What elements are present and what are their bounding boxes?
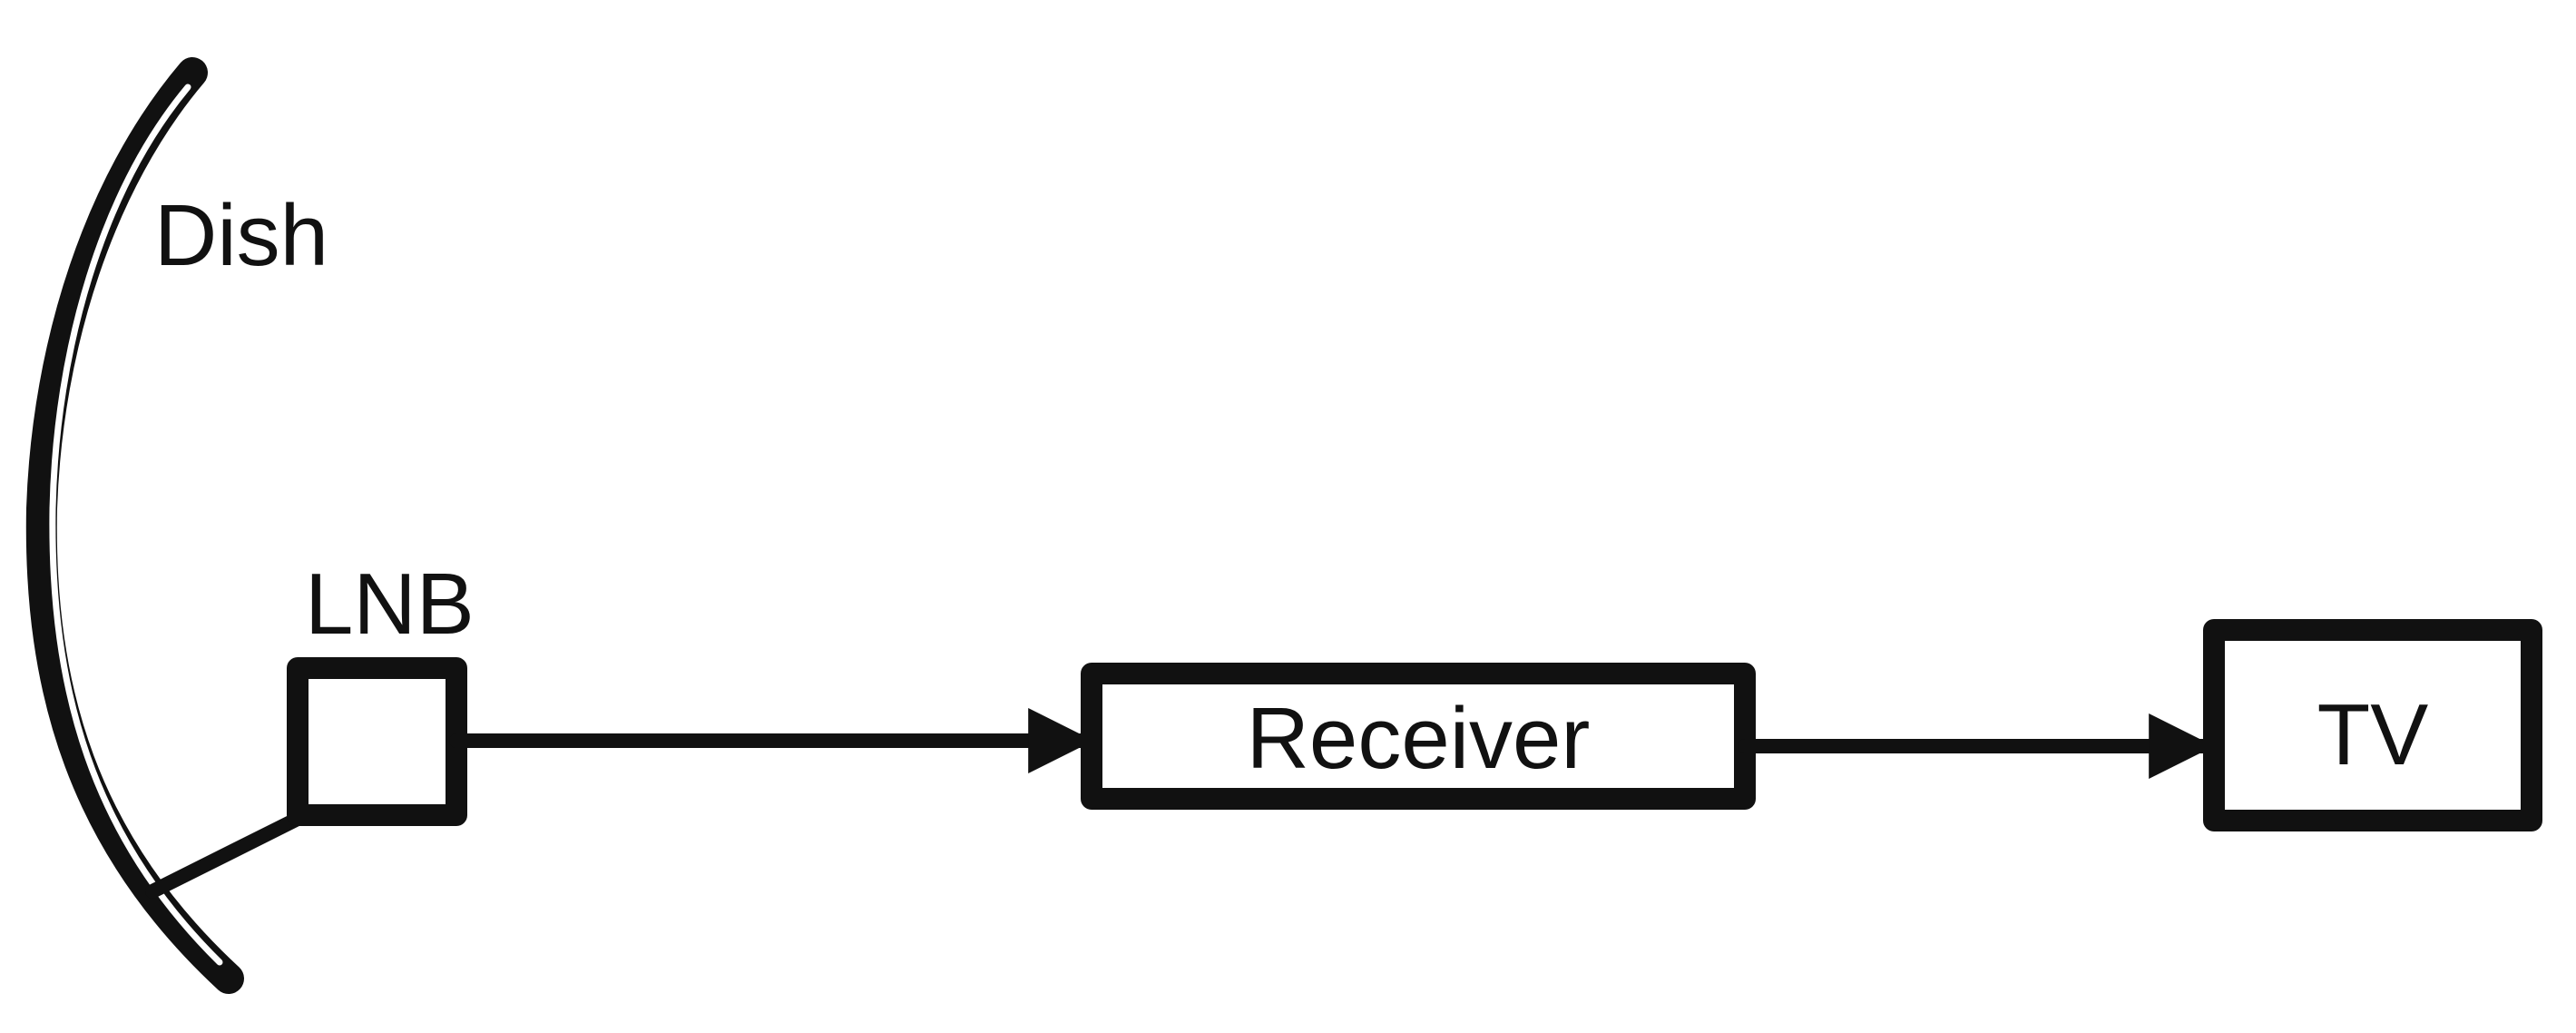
lnb-label: LNB [305, 556, 475, 653]
dish-label: Dish [154, 187, 328, 284]
tv-box [2203, 619, 2542, 831]
receiver-box [1081, 663, 1756, 810]
lnb-feed-arm [145, 812, 305, 899]
tv-label: TV [2317, 686, 2429, 783]
receiver-label: Receiver [1247, 690, 1591, 787]
lnb-box [287, 657, 467, 826]
dish-shape [25, 57, 244, 994]
